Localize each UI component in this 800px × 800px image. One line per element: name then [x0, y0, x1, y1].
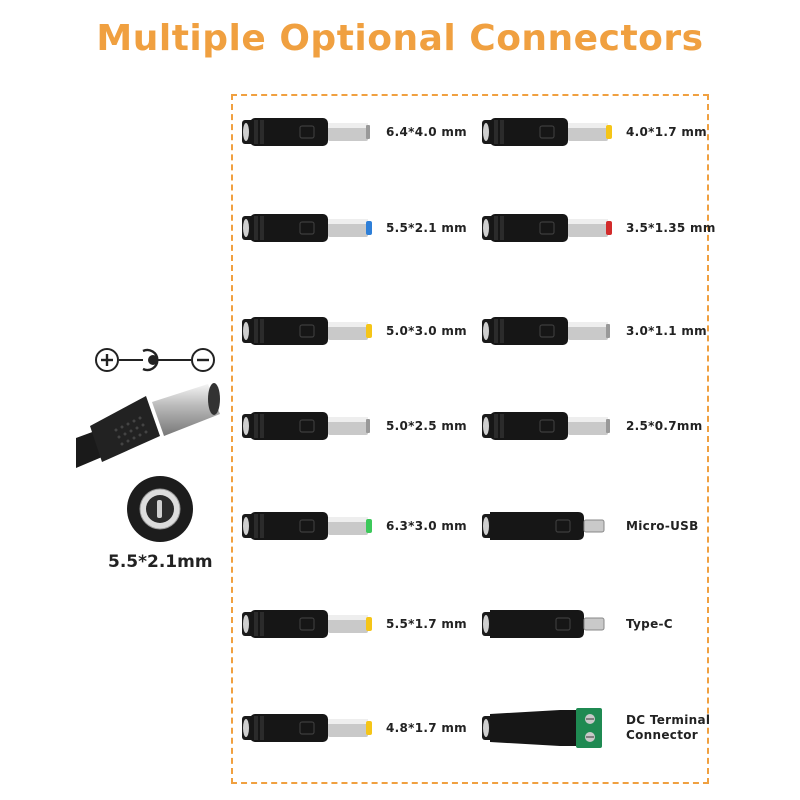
- connector-image: [482, 708, 602, 748]
- polarity-symbol-icon: [95, 348, 215, 372]
- connector-label: 4.8*1.7 mm: [386, 720, 467, 735]
- connector-2-5x0-7: 2.5*0.7mm: [480, 406, 703, 446]
- connector-4-8x1-7: 4.8*1.7 mm: [240, 708, 467, 748]
- connector-dc-terminal: DC Terminal Connector: [480, 704, 716, 752]
- connector-label: 5.0*2.5 mm: [386, 418, 467, 433]
- connector-5-0x3-0: 5.0*3.0 mm: [240, 311, 467, 351]
- connector-4-0x1-7: 4.0*1.7 mm: [480, 112, 707, 152]
- connector-image: [482, 412, 610, 440]
- connector-image: [242, 214, 372, 242]
- connector-panel-frame: [231, 94, 709, 784]
- connector-image: [242, 512, 372, 540]
- plug-end-view-image: [127, 476, 193, 542]
- connector-3-5x1-35: 3.5*1.35 mm: [480, 208, 716, 248]
- main-plug-size-label: 5.5*2.1mm: [108, 552, 213, 572]
- connector-label: Micro-USB: [626, 518, 699, 533]
- connector-label: 2.5*0.7mm: [626, 418, 703, 433]
- dc-plug-image: [76, 383, 220, 468]
- connector-image: [242, 714, 372, 742]
- connector-label: 5.5*2.1 mm: [386, 220, 467, 235]
- connector-5-5x2-1: 5.5*2.1 mm: [240, 208, 467, 248]
- connector-image: [242, 317, 372, 345]
- connector-label: 3.5*1.35 mm: [626, 220, 716, 235]
- connector-image: [242, 412, 370, 440]
- connector-label: 3.0*1.1 mm: [626, 323, 707, 338]
- connector-image: [482, 118, 612, 146]
- connector-6-3x3-0: 6.3*3.0 mm: [240, 506, 467, 546]
- connector-5-0x2-5: 5.0*2.5 mm: [240, 406, 467, 446]
- connector-micro-usb: Micro-USB: [480, 506, 699, 546]
- connector-label: DC Terminal Connector: [626, 713, 711, 742]
- connector-label: 6.3*3.0 mm: [386, 518, 467, 533]
- connector-image: [242, 610, 372, 638]
- connector-label: 4.0*1.7 mm: [626, 124, 707, 139]
- connector-label: 6.4*4.0 mm: [386, 124, 467, 139]
- connector-6-4x4-0: 6.4*4.0 mm: [240, 112, 467, 152]
- connector-image: [482, 512, 605, 540]
- connector-image: [482, 214, 612, 242]
- connector-label: Type-C: [626, 616, 673, 631]
- connector-label: 5.5*1.7 mm: [386, 616, 467, 631]
- connector-3-0x1-1: 3.0*1.1 mm: [480, 311, 707, 351]
- connector-image: [242, 118, 370, 146]
- connector-5-5x1-7: 5.5*1.7 mm: [240, 604, 467, 644]
- connector-image: [482, 610, 605, 638]
- page-title: Multiple Optional Connectors: [96, 18, 704, 59]
- connector-label: 5.0*3.0 mm: [386, 323, 467, 338]
- connector-image: [482, 317, 610, 345]
- connector-type-c: Type-C: [480, 604, 673, 644]
